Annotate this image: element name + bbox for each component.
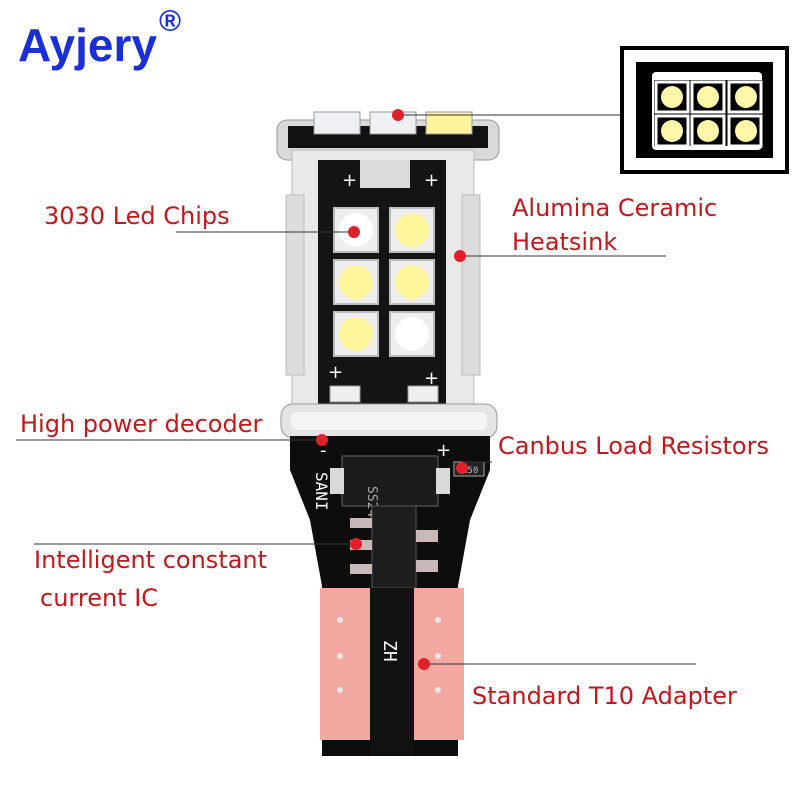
plus-bottom-right: + <box>424 368 439 389</box>
plus-marking: + <box>436 440 451 461</box>
label-decoder: High power decoder <box>20 410 263 438</box>
label-heatsink-line2: Heatsink <box>512 228 618 256</box>
callout-dots <box>316 109 468 670</box>
label-ic-line1: Intelligent constant <box>34 546 268 574</box>
resistor-code: R50 <box>462 466 478 476</box>
ic-print: ZH <box>379 640 400 662</box>
led-array-inset <box>620 46 789 174</box>
decoder-pcb: - + SS24 SANI R50 ZH <box>290 436 490 756</box>
callout-leaders <box>16 114 696 665</box>
plus-top-right: + <box>424 170 439 191</box>
label-led-chips: 3030 Led Chips <box>44 202 230 230</box>
minus-marking: - <box>320 440 327 461</box>
ceramic-heatsink <box>285 149 481 411</box>
brand-name: Ayjery <box>18 19 157 71</box>
registered-mark: ® <box>158 4 182 38</box>
brand-logo: Ayjery® <box>18 5 181 72</box>
pcb-brand-print: SANI <box>312 472 331 511</box>
label-heatsink-line1: Alumina Ceramic <box>512 194 718 222</box>
label-resistors: Canbus Load Resistors <box>498 432 769 460</box>
plus-bottom-left: + <box>328 362 343 383</box>
label-ic-line2: current IC <box>40 584 159 612</box>
plus-top-left: + <box>342 170 357 191</box>
led-chips: + + + + <box>328 170 439 403</box>
collar-ring <box>280 403 498 439</box>
label-adapter: Standard T10 Adapter <box>472 682 737 710</box>
